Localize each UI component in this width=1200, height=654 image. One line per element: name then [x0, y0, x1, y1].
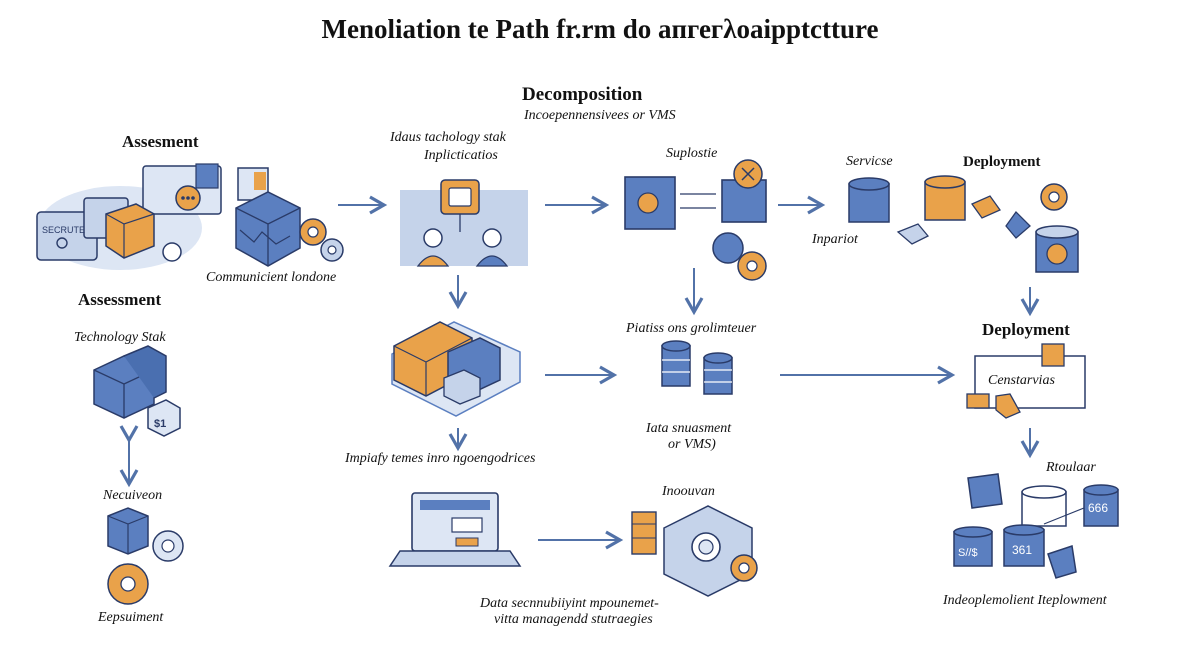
flow-arrows	[119, 195, 1040, 550]
neculveon-label: Necuiveon	[103, 488, 163, 503]
suplostie-illustration	[624, 159, 767, 281]
microservices-cube-illustration	[391, 321, 521, 417]
inoouvan-illustration	[631, 505, 758, 597]
diagram-title: Menoliation te Path fr.rm do aпгегλоаірp…	[321, 14, 879, 44]
inpariot-label: Inpariot	[812, 232, 858, 247]
iata-label-line1: Iata snuasment	[646, 421, 732, 436]
assessment-left-heading: Assessment	[78, 290, 162, 309]
piatiss-label: Piatiss ons grolimteuer	[626, 321, 757, 336]
laptop-illustration	[388, 492, 522, 567]
database-stack-illustration	[661, 340, 733, 395]
data-label-line2: vitta managendd stutraegies	[494, 612, 653, 627]
db-label-a: S//$	[958, 547, 978, 559]
db-label-b: 361	[1012, 543, 1032, 557]
suplostie-label: Suplostie	[666, 146, 718, 161]
neculveon-illustration	[107, 507, 184, 605]
rtoulaar-illustration	[953, 473, 1119, 579]
assessment-top-heading: Assesment	[122, 132, 199, 151]
iata-label-line2: or VMS)	[668, 437, 716, 452]
decomposition-illustration	[400, 179, 528, 267]
indeoplemolient-label: Indeoplemolient Iteplowment	[943, 593, 1107, 608]
censtarvias-label: Censtarvias	[988, 373, 1055, 388]
deployment-top-heading: Deployment	[963, 154, 1041, 170]
box-dollar-label: $1	[154, 418, 166, 430]
idaus-label-line2: Inplicticatios	[424, 148, 498, 163]
deployment-mid-heading: Deployment	[982, 320, 1070, 339]
services-illustration	[848, 175, 1079, 273]
servicse-label: Servicse	[846, 154, 893, 169]
idaus-label-line1: Idaus tachology stak	[390, 130, 506, 145]
eepsuiment-label: Eepsuiment	[98, 610, 164, 625]
decomposition-heading: Decomposition	[522, 84, 643, 105]
censtarvias-illustration	[966, 343, 1086, 419]
communicient-label: Communicient londone	[206, 270, 337, 285]
chip-secrute-label: SECRUTE	[42, 225, 85, 235]
db-label-c: 666	[1088, 501, 1108, 515]
imply-label: Impiafy temes inro ngoengodrices	[345, 451, 536, 466]
rtoulaar-label: Rtoulaar	[1046, 460, 1096, 475]
assessment-illustration	[36, 163, 344, 270]
decomposition-subtitle: Incoepennensivees or VMS	[524, 108, 676, 123]
technology-stack-illustration	[93, 345, 181, 437]
technology-stak-label: Technology Stak	[74, 330, 166, 345]
inoouvan-label: Inoouvan	[662, 484, 715, 499]
data-label-line1: Data secnnubiiyint mpounemet-	[480, 596, 659, 611]
